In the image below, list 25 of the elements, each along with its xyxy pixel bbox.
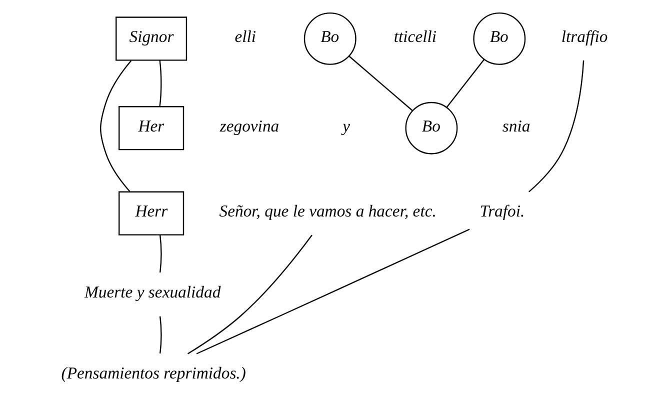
connector <box>187 234 312 354</box>
node-box: Signor <box>115 16 187 61</box>
node-label: tticelli <box>393 26 436 46</box>
node-text: Trafoi. <box>479 202 524 221</box>
node-circle: Bo <box>303 12 356 65</box>
node-text: (Pensamientos reprimidos.) <box>60 364 246 383</box>
node-text: Muerte y sexualidad <box>84 282 220 302</box>
node-label: snia <box>502 116 530 136</box>
node-text: Señor, que le vamos a hacer, etc. <box>218 202 436 221</box>
connector <box>196 228 470 354</box>
label: y <box>342 116 350 136</box>
node-circle: Bo <box>404 102 458 154</box>
connector <box>348 56 412 112</box>
connector <box>159 235 162 272</box>
connector <box>528 60 584 192</box>
node-text: ltraffio <box>560 26 608 46</box>
connector <box>100 60 132 192</box>
node-box: Herr <box>118 191 184 236</box>
connector <box>158 60 162 106</box>
node-box: Her <box>118 106 184 150</box>
connector <box>446 59 484 108</box>
node-label: elli <box>234 26 256 46</box>
node-circle: Bo <box>472 12 526 65</box>
node-label: zegovina <box>219 116 279 136</box>
connector <box>159 316 162 354</box>
